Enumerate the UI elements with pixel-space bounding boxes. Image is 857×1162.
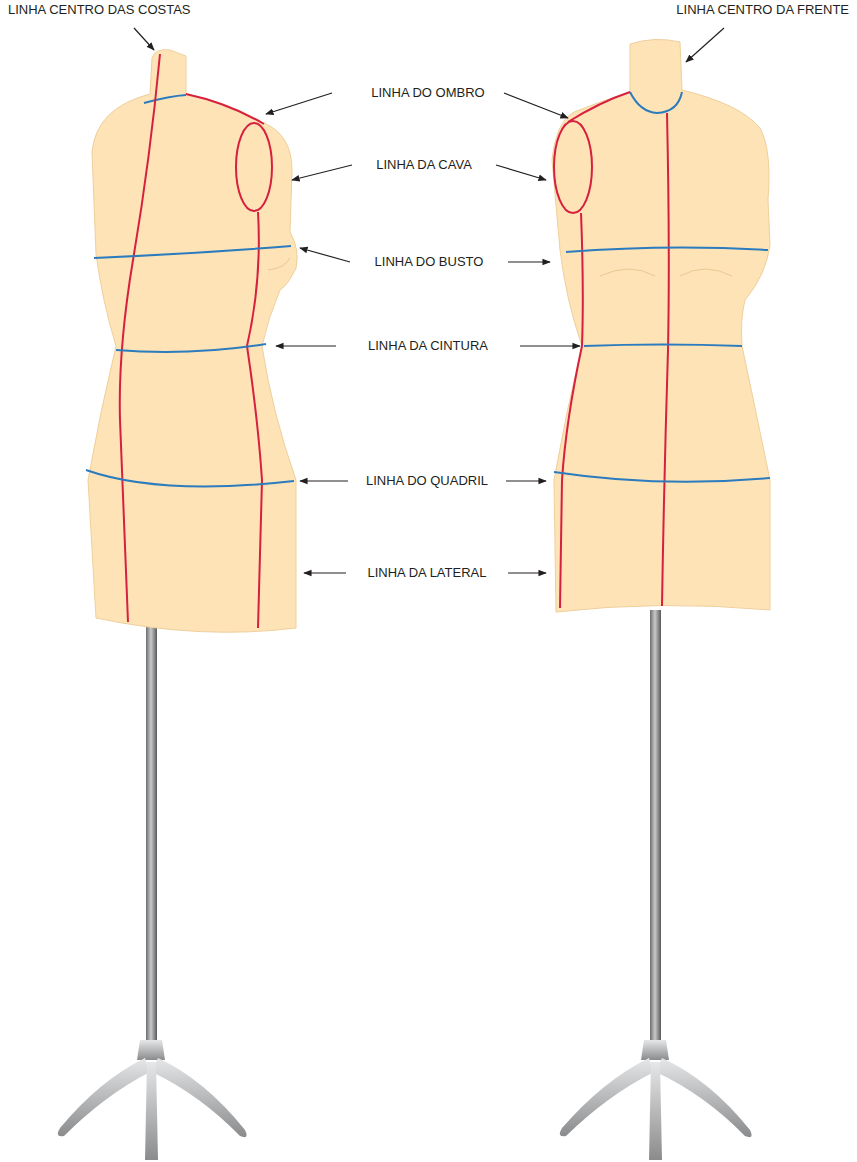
back-dress-form [86, 50, 297, 633]
line-label: LINHA DA LATERAL [366, 565, 489, 581]
left-stand [58, 615, 247, 1160]
line-label: LINHA CENTRO DAS COSTAS [6, 2, 193, 18]
line-label: LINHA DO OMBRO [369, 85, 486, 101]
front-dress-form [552, 39, 770, 612]
line-label: LINHA DO BUSTO [373, 254, 486, 270]
leader-arrows [134, 28, 724, 573]
line-label: LINHA DO QUADRIL [364, 473, 490, 489]
line-label: LINHA DA CINTURA [366, 338, 490, 354]
line-label: LINHA DA CAVA [374, 157, 474, 173]
right-stand [560, 610, 752, 1160]
line-label: LINHA CENTRO DA FRENTE [674, 2, 851, 18]
